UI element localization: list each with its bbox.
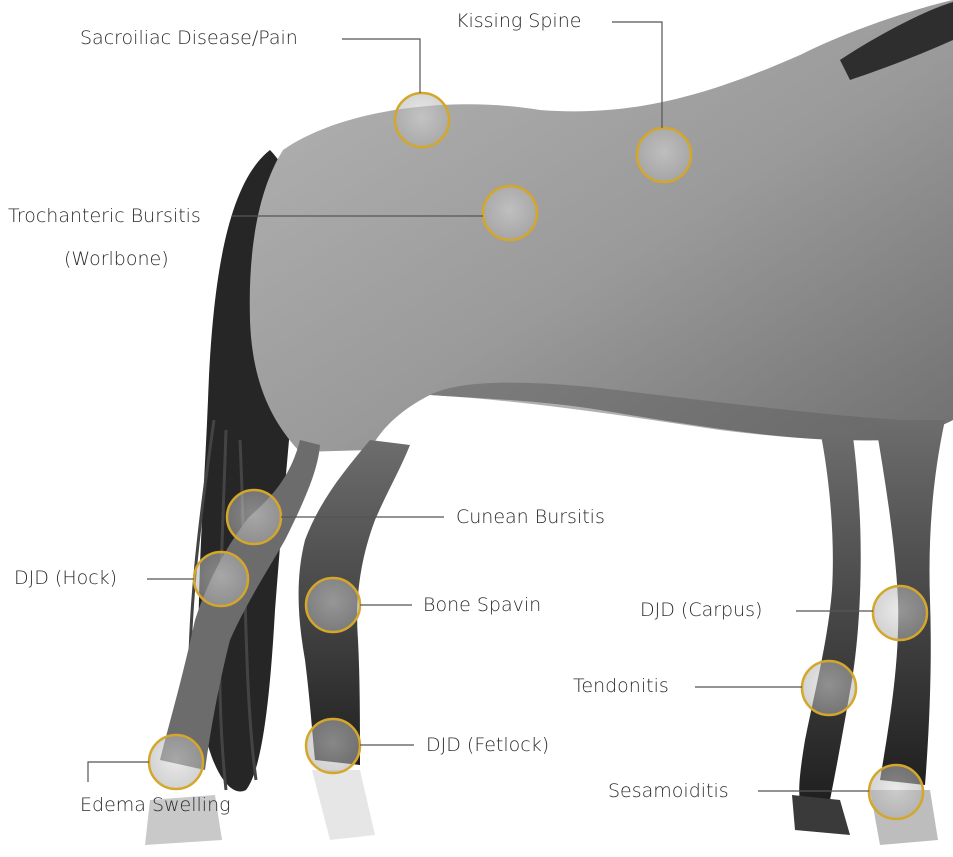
label-djd-carpus: DJD (Carpus) — [640, 601, 762, 620]
label-sesamoiditis: Sesamoiditis — [608, 782, 729, 801]
label-tendonitis: Tendonitis — [573, 677, 669, 696]
marker-trochanteric[interactable] — [483, 186, 537, 240]
hoof-far-front — [792, 795, 850, 835]
marker-kissing-spine[interactable] — [637, 128, 691, 182]
label-sacroiliac: Sacroiliac Disease/Pain — [80, 29, 298, 48]
marker-djd-fetlock[interactable] — [306, 719, 360, 773]
label-edema: Edema Swelling — [80, 796, 231, 815]
hoof-far-hind — [312, 770, 375, 840]
marker-djd-carpus[interactable] — [873, 586, 927, 640]
label-trochanteric-line2: (Worlbone) — [64, 250, 169, 269]
marker-sacroiliac[interactable] — [395, 93, 449, 147]
label-trochanteric-line1: Trochanteric Bursitis — [8, 207, 201, 226]
marker-sesamoiditis[interactable] — [869, 765, 923, 819]
label-kissing-spine: Kissing Spine — [456, 12, 581, 31]
marker-bone-spavin[interactable] — [306, 578, 360, 632]
label-bone-spavin: Bone Spavin — [423, 596, 541, 615]
label-djd-hock: DJD (Hock) — [14, 569, 117, 588]
marker-djd-hock[interactable] — [194, 552, 248, 606]
marker-cunean[interactable] — [227, 490, 281, 544]
leader-edema — [88, 762, 149, 782]
marker-tendonitis[interactable] — [802, 661, 856, 715]
label-cunean: Cunean Bursitis — [456, 508, 605, 527]
front-leg-far — [799, 430, 860, 800]
label-djd-fetlock: DJD (Fetlock) — [426, 736, 549, 755]
marker-edema[interactable] — [149, 735, 203, 789]
leader-sacroiliac — [342, 39, 420, 93]
